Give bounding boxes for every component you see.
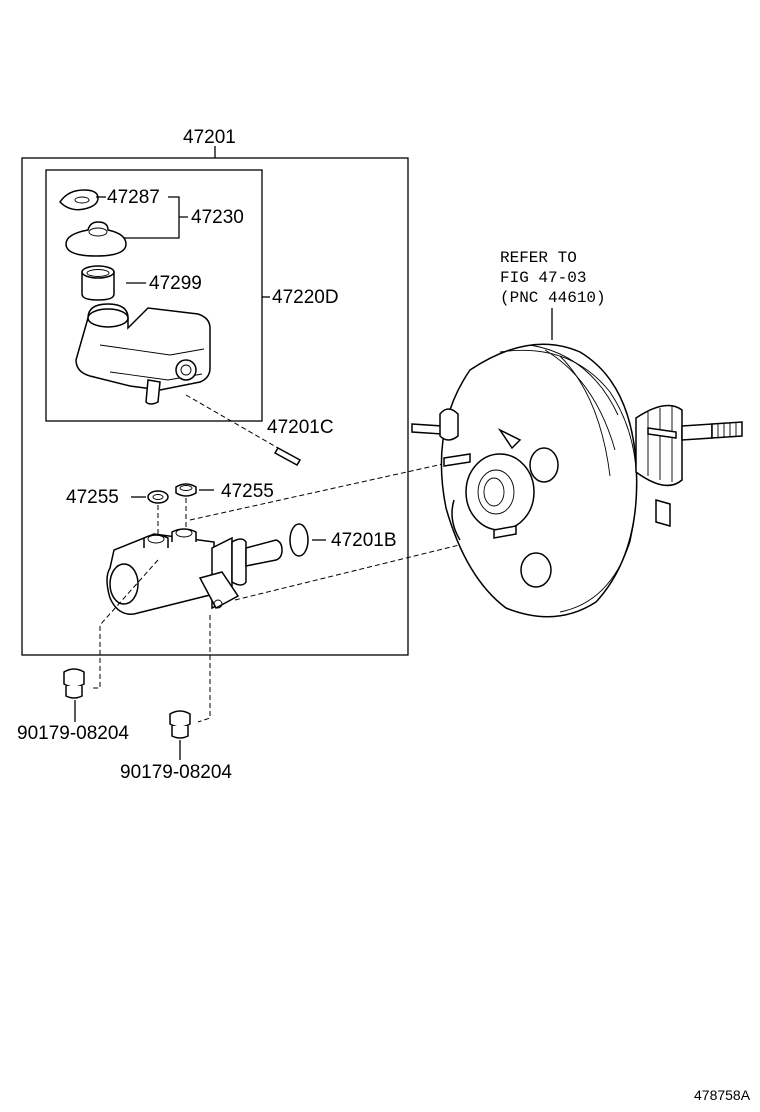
label-47287[interactable]: 47287	[107, 187, 160, 208]
reservoir-part	[75, 303, 211, 405]
strainer-part	[81, 265, 115, 301]
label-plug-right[interactable]: 90179-08204	[120, 762, 232, 783]
plug-right-part	[169, 710, 191, 739]
plug-left-dash	[90, 559, 159, 689]
align-dash-upper	[189, 461, 453, 521]
reservoir-cap-part	[65, 221, 127, 257]
grommet-right-part	[175, 483, 197, 497]
label-47230[interactable]: 47230	[191, 207, 244, 228]
master-cylinder-part	[106, 528, 283, 615]
reservoir-box	[45, 169, 263, 422]
label-47201B[interactable]: 47201B	[331, 530, 397, 551]
label-plug-left[interactable]: 90179-08204	[17, 723, 129, 744]
label-47201C[interactable]: 47201C	[267, 417, 334, 438]
plug-left-part	[63, 668, 85, 699]
brake-booster-part	[411, 343, 743, 618]
refer-text-line3[interactable]: (PNC 44610)	[500, 289, 606, 307]
cap-assy-bracket	[112, 196, 188, 239]
label-47299[interactable]: 47299	[149, 273, 202, 294]
label-47255-left[interactable]: 47255	[66, 487, 119, 508]
align-dash-lower	[234, 534, 501, 601]
pin-dash	[185, 394, 279, 449]
plug-right-dash	[197, 615, 211, 723]
refer-text-line1[interactable]: REFER TO	[500, 249, 577, 267]
label-47201[interactable]: 47201	[183, 127, 236, 148]
o-ring-part	[289, 523, 309, 557]
gasket-part	[59, 189, 99, 211]
diagram-id: 478758A	[694, 1087, 751, 1103]
grommet-left-part	[147, 490, 169, 504]
label-47255-right[interactable]: 47255	[221, 481, 274, 502]
pin-part	[273, 446, 302, 467]
label-47220D[interactable]: 47220D	[272, 287, 339, 308]
refer-text-line2[interactable]: FIG 47-03	[500, 269, 586, 287]
